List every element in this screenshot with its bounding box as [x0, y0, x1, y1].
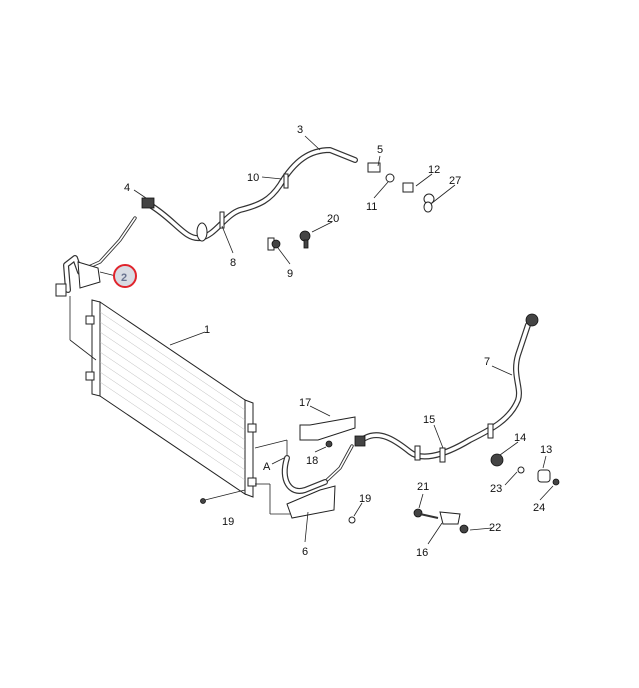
callout-11[interactable]: 11 — [366, 201, 377, 213]
callout-1[interactable]: 1 — [204, 324, 210, 336]
callout-9[interactable]: 9 — [287, 268, 293, 280]
nut-22[interactable] — [459, 524, 469, 534]
callout-27[interactable]: 27 — [449, 175, 461, 187]
bolt-21[interactable] — [413, 508, 423, 518]
bolt-19-left[interactable] — [200, 498, 206, 504]
line-7-assembly[interactable] — [281, 313, 539, 494]
line-2-assembly[interactable] — [55, 216, 137, 361]
callout-2-highlight[interactable] — [113, 264, 137, 288]
callout-4[interactable]: 4 — [124, 182, 130, 194]
part-20-fitting[interactable] — [299, 230, 311, 249]
bolt-23[interactable] — [517, 466, 525, 474]
callout-20[interactable]: 20 — [327, 213, 339, 225]
condenser[interactable] — [85, 299, 257, 498]
callout-23[interactable]: 23 — [490, 483, 502, 495]
grommet-14[interactable] — [490, 453, 504, 467]
callout-24[interactable]: 24 — [533, 502, 545, 514]
bushing-13[interactable] — [537, 469, 551, 483]
callout-14[interactable]: 14 — [514, 432, 526, 444]
callout-2[interactable]: 2 — [121, 272, 127, 284]
callout-13[interactable]: 13 — [540, 444, 552, 456]
callout-15[interactable]: 15 — [423, 414, 435, 426]
callout-A[interactable]: A — [263, 461, 271, 473]
callout-19-right[interactable]: 19 — [359, 493, 371, 505]
callout-12[interactable]: 12 — [428, 164, 440, 176]
callout-8[interactable]: 8 — [230, 257, 236, 269]
callout-5[interactable]: 5 — [377, 144, 383, 156]
oring-27[interactable] — [423, 201, 433, 213]
callout-3[interactable]: 3 — [297, 124, 303, 136]
bracket-17[interactable] — [299, 416, 356, 441]
callout-22[interactable]: 22 — [489, 522, 501, 534]
nut-24[interactable] — [552, 478, 560, 486]
line-3-assembly[interactable] — [141, 147, 435, 242]
callout-21[interactable]: 21 — [417, 481, 429, 493]
bolt-19-right[interactable] — [348, 516, 356, 524]
callout-17[interactable]: 17 — [299, 397, 311, 409]
callout-18[interactable]: 18 — [306, 455, 318, 467]
callout-16[interactable]: 16 — [416, 547, 428, 559]
bracket-6[interactable] — [286, 485, 336, 519]
callout-10[interactable]: 10 — [247, 172, 259, 184]
clip-16[interactable] — [439, 511, 461, 525]
callout-7[interactable]: 7 — [484, 356, 490, 368]
callout-6[interactable]: 6 — [302, 546, 308, 558]
callout-19-left[interactable]: 19 — [222, 516, 234, 528]
part-9-clip[interactable] — [267, 237, 281, 251]
bolt-18[interactable] — [325, 440, 333, 448]
